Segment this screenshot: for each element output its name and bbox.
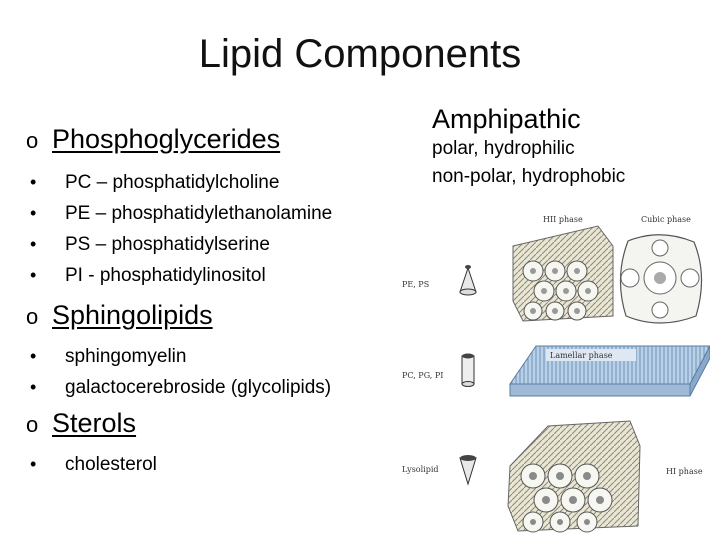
bullet-dot-icon: •: [30, 234, 37, 254]
section-heading-label: Phosphoglycerides: [52, 124, 281, 154]
label-cubic-phase: Cubic phase: [641, 215, 691, 224]
amphipathic-heading: Amphipathic: [432, 104, 581, 134]
section-heading-label: Sphingolipids: [52, 300, 213, 330]
label-hi-phase: HI phase: [666, 467, 703, 476]
label-lysolipid: Lysolipid: [402, 465, 439, 474]
bullet-dot-icon: •: [30, 172, 37, 192]
section-heading-label: Sterols: [52, 408, 137, 438]
item-list: • sphingomyelin • galactocerebroside (glyc…: [26, 341, 331, 403]
bullet-dot-icon: •: [30, 454, 37, 474]
list-item-text: PC – phosphatidylcholine: [65, 172, 280, 193]
list-item: • galactocerebroside (glycolipids): [26, 372, 331, 403]
section-heading: o Phosphoglycerides: [26, 124, 332, 155]
cylinder-shape-icon: [461, 353, 475, 387]
list-item: • PS – phosphatidylserine: [26, 229, 332, 260]
label-hii-phase: HII phase: [543, 215, 583, 224]
list-item-text: PE – phosphatidylethanolamine: [65, 203, 333, 224]
circle-bullet-icon: o: [26, 304, 39, 329]
item-list: • cholesterol: [26, 449, 157, 480]
list-item: • PE – phosphatidylethanolamine: [26, 198, 332, 229]
bullet-dot-icon: •: [30, 346, 37, 366]
section-phosphoglycerides: o Phosphoglycerides • PC – phosphatidylch…: [26, 124, 332, 291]
list-item: • cholesterol: [26, 449, 157, 480]
cone-shape-icon: [459, 265, 477, 296]
item-list: • PC – phosphatidylcholine • PE – phosphat…: [26, 167, 332, 291]
list-item-text: cholesterol: [65, 454, 157, 475]
hii-phase-tubes: [512, 225, 614, 322]
circle-bullet-icon: o: [26, 412, 39, 437]
list-item-text: sphingomyelin: [65, 346, 187, 367]
list-item: • PC – phosphatidylcholine: [26, 167, 332, 198]
circle-bullet-icon: o: [26, 128, 39, 153]
section-sterols: o Sterols • cholesterol: [26, 408, 157, 480]
label-lamellar-phase: Lamellar phase: [550, 351, 613, 360]
slide-title: Lipid Components: [198, 32, 522, 76]
bullet-dot-icon: •: [30, 203, 37, 223]
list-item-text: PS – phosphatidylserine: [65, 234, 270, 255]
amphipathic-line: non-polar, hydrophobic: [432, 166, 626, 187]
amphipathic-block: Amphipathic polar, hydrophilic non-polar…: [432, 104, 625, 191]
lamellar-phase-layer: Lamellar phase: [509, 345, 710, 397]
amphipathic-line: polar, hydrophilic: [432, 138, 575, 159]
label-pc-pg-pi: PC, PG, PI: [402, 371, 443, 380]
list-item-text: galactocerebroside (glycolipids): [65, 377, 332, 398]
section-heading: o Sterols: [26, 408, 157, 439]
cubic-phase-structure: [619, 234, 703, 324]
list-item: • sphingomyelin: [26, 341, 331, 372]
section-heading: o Sphingolipids: [26, 300, 331, 331]
lipid-phase-figure: HII phase Cubic phase PE, PS: [402, 215, 710, 533]
label-pe-ps: PE, PS: [402, 280, 429, 289]
bullet-dot-icon: •: [30, 265, 37, 285]
inverted-cone-shape-icon: [459, 455, 477, 486]
list-item: • PI - phosphatidylinositol: [26, 260, 332, 291]
bullet-dot-icon: •: [30, 377, 37, 397]
list-item-text: PI - phosphatidylinositol: [65, 265, 266, 286]
hi-phase-tubes: [507, 420, 641, 533]
section-sphingolipids: o Sphingolipids • sphingomyelin • galactoc…: [26, 300, 331, 403]
